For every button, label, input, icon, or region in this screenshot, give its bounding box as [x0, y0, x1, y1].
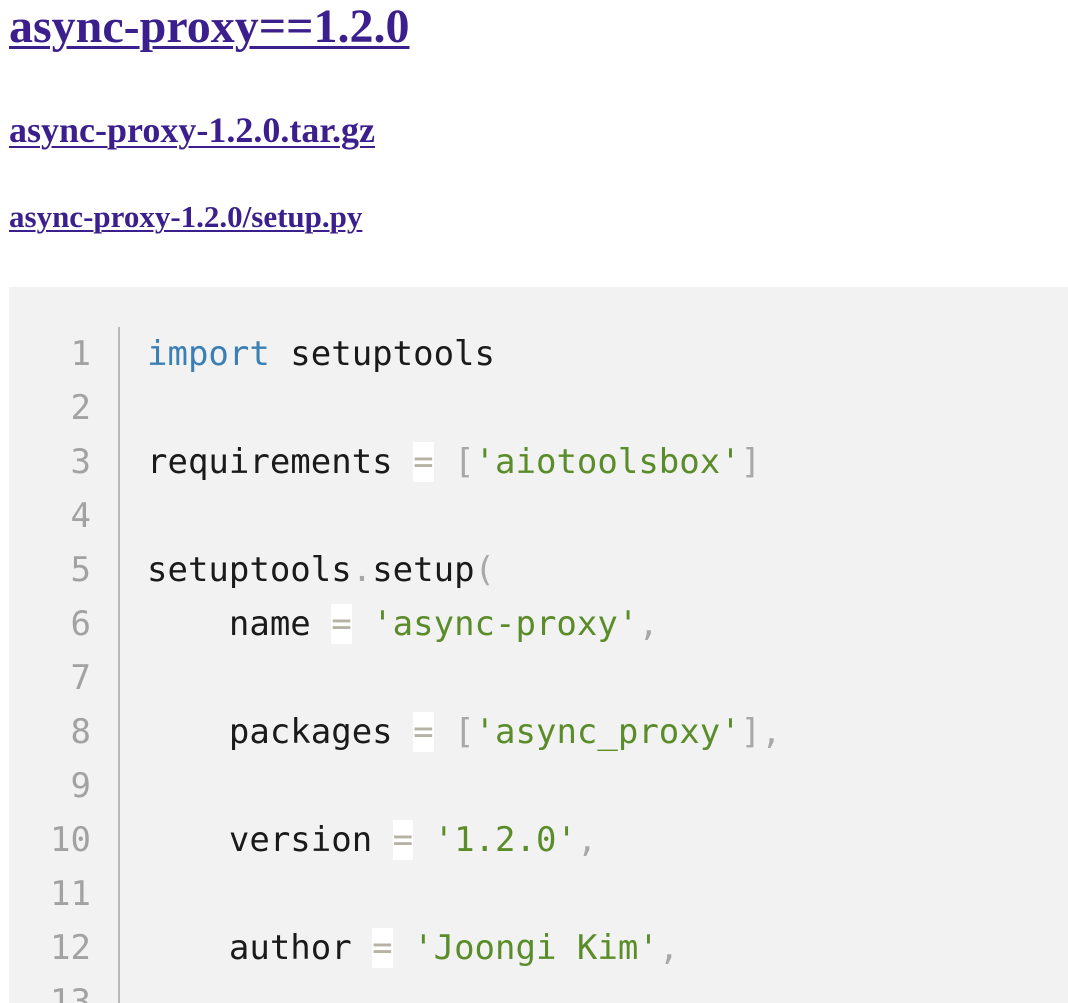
code-line: 8 packages = ['async_proxy'], [9, 705, 1068, 759]
code-token: import [147, 334, 270, 374]
code-token: 'aiotoolsbox' [474, 442, 741, 482]
code-token: requirements [147, 442, 414, 482]
code-line: 13 [9, 975, 1068, 1003]
code-line: 12 author = 'Joongi Kim', [9, 921, 1068, 975]
line-number: 6 [70, 604, 91, 644]
code-token: name [147, 604, 332, 644]
line-source: setuptools.setup( [147, 543, 495, 597]
code-token: , [638, 604, 659, 644]
code-token: = [372, 928, 393, 968]
code-token: setuptools [269, 334, 495, 374]
code-token: author [147, 928, 373, 968]
code-token [393, 928, 413, 968]
line-number: 12 [50, 928, 91, 968]
line-number: 7 [70, 658, 91, 698]
line-source: import setuptools [147, 327, 495, 381]
line-number: 4 [70, 496, 91, 536]
code-token: [ [454, 712, 475, 752]
code-line: 3 requirements = ['aiotoolsbox'] [9, 435, 1068, 489]
line-number: 13 [50, 982, 91, 1003]
code-token [434, 442, 454, 482]
code-token: 'async_proxy' [474, 712, 741, 752]
code-token: setuptools [147, 550, 352, 590]
code-token: ] [740, 442, 762, 482]
line-number: 5 [70, 550, 91, 590]
code-line: 5 setuptools.setup( [9, 543, 1068, 597]
code-token [413, 820, 433, 860]
line-source: packages = ['async_proxy'], [147, 705, 782, 759]
code-line: 9 [9, 759, 1068, 813]
line-number: 10 [50, 820, 91, 860]
code-token: = [331, 604, 352, 644]
code-line: 6 name = 'async-proxy', [9, 597, 1068, 651]
line-source: requirements = ['aiotoolsbox'] [147, 435, 761, 489]
code-token: = [413, 712, 434, 752]
line-number: 8 [70, 712, 91, 752]
code-token: ( [474, 550, 496, 590]
code-token: setup [372, 550, 475, 590]
code-token: version [147, 820, 393, 860]
code-token: = [413, 442, 434, 482]
code-token: 'async-proxy' [372, 604, 639, 644]
code-token [434, 712, 454, 752]
code-token [352, 604, 372, 644]
line-source: author = 'Joongi Kim', [147, 921, 679, 975]
code-line: 2 [9, 381, 1068, 435]
line-number: 2 [70, 388, 91, 428]
code-token: [ [454, 442, 475, 482]
line-source: version = '1.2.0', [147, 813, 597, 867]
code-token: ], [740, 712, 782, 752]
code-token: packages [147, 712, 414, 752]
code-line: 10 version = '1.2.0', [9, 813, 1068, 867]
package-version-link[interactable]: async-proxy==1.2.0 [9, 0, 410, 53]
code-token: . [351, 550, 373, 590]
line-number: 1 [70, 334, 91, 374]
code-token: 'Joongi Kim' [413, 928, 659, 968]
gutter-divider [118, 327, 120, 1003]
line-number: 9 [70, 766, 91, 806]
line-source: name = 'async-proxy', [147, 597, 659, 651]
code-token: = [392, 820, 414, 860]
file-path-link[interactable]: async-proxy-1.2.0/setup.py [9, 199, 363, 234]
code-line: 4 [9, 489, 1068, 543]
code-line: 1 import setuptools [9, 327, 1068, 381]
code-line: 7 [9, 651, 1068, 705]
line-number: 3 [70, 442, 91, 482]
code-token: '1.2.0' [433, 820, 577, 860]
code-token: , [658, 928, 680, 968]
code-token: , [576, 820, 598, 860]
line-number: 11 [50, 874, 91, 914]
archive-link[interactable]: async-proxy-1.2.0.tar.gz [9, 110, 375, 150]
code-line: 11 [9, 867, 1068, 921]
